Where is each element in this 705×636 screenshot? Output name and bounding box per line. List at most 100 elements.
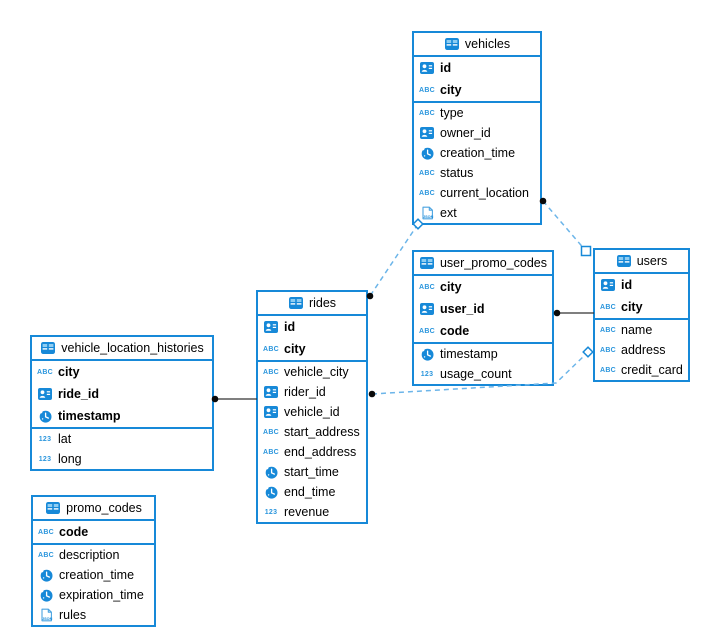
column-name: current_location bbox=[440, 186, 529, 200]
number-icon: 123 bbox=[263, 509, 279, 516]
table-header-users[interactable]: users bbox=[595, 250, 688, 274]
column-vehicles-id: id bbox=[414, 57, 540, 79]
abc-icon: ABC bbox=[38, 529, 54, 536]
table-name: user_promo_codes bbox=[439, 256, 547, 270]
clock-icon bbox=[38, 568, 54, 582]
abc-type-icon: ABC bbox=[262, 345, 280, 353]
column-users-id: id bbox=[595, 274, 688, 296]
id-badge-icon bbox=[263, 406, 279, 418]
abc-type-icon: ABC bbox=[599, 303, 617, 311]
column-name: revenue bbox=[284, 505, 330, 519]
table-header-user_promo_codes[interactable]: user_promo_codes bbox=[414, 252, 552, 276]
column-name: type bbox=[440, 106, 464, 120]
id-badge-icon bbox=[419, 62, 435, 74]
number-icon: 123 bbox=[37, 436, 53, 443]
column-name: long bbox=[58, 452, 82, 466]
table-header-vehicle_location_histories[interactable]: vehicle_location_histories bbox=[32, 337, 212, 361]
abc-icon: ABC bbox=[419, 170, 435, 177]
column-name: rules bbox=[59, 608, 87, 622]
id-badge-icon bbox=[263, 386, 279, 398]
column-user_promo_codes-usage_count: 123 usage_count bbox=[414, 364, 552, 384]
abc-type-icon: ABC bbox=[37, 528, 55, 536]
column-name: vehicle_id bbox=[284, 405, 340, 419]
clock-icon bbox=[37, 409, 53, 423]
column-user_promo_codes-timestamp: timestamp bbox=[414, 344, 552, 364]
column-name: creation_time bbox=[440, 146, 516, 160]
number-type-icon: 123 bbox=[38, 435, 52, 443]
id-badge-icon bbox=[37, 388, 53, 400]
cardinality-dot-marker bbox=[553, 309, 561, 317]
table-header-promo_codes[interactable]: promo_codes bbox=[33, 497, 154, 521]
abc-type-icon: ABC bbox=[262, 368, 280, 376]
table-name: users bbox=[636, 254, 668, 268]
abc-icon: ABC bbox=[263, 449, 279, 456]
clock-icon bbox=[38, 588, 54, 602]
column-rides-rider_id: rider_id bbox=[258, 382, 366, 402]
cardinality-square-marker bbox=[580, 245, 592, 257]
abc-icon: ABC bbox=[600, 367, 616, 374]
table-header-vehicles[interactable]: vehicles bbox=[414, 33, 540, 57]
column-rides-revenue: 123 revenue bbox=[258, 502, 366, 522]
column-name: usage_count bbox=[440, 367, 512, 381]
column-rides-end_time: end_time bbox=[258, 482, 366, 502]
abc-icon: ABC bbox=[419, 328, 435, 335]
cardinality-dot-marker bbox=[368, 390, 376, 398]
column-user_promo_codes-code: ABC code bbox=[414, 320, 552, 342]
json-icon: JSON bbox=[419, 206, 435, 220]
column-name: code bbox=[59, 525, 89, 539]
column-vehicles-creation_time: creation_time bbox=[414, 143, 540, 163]
abc-icon: ABC bbox=[37, 369, 53, 376]
columns-section: timestamp 123 usage_count bbox=[414, 342, 552, 384]
abc-type-icon: ABC bbox=[262, 448, 280, 456]
table-name: rides bbox=[308, 296, 337, 310]
column-promo_codes-creation_time: creation_time bbox=[33, 565, 154, 585]
column-vehicles-city: ABC city bbox=[414, 79, 540, 101]
abc-type-icon: ABC bbox=[418, 109, 436, 117]
column-name: owner_id bbox=[440, 126, 491, 140]
column-rides-start_time: start_time bbox=[258, 462, 366, 482]
abc-type-icon: ABC bbox=[418, 189, 436, 197]
abc-icon: ABC bbox=[419, 87, 435, 94]
abc-icon: ABC bbox=[600, 347, 616, 354]
abc-type-icon: ABC bbox=[37, 551, 55, 559]
column-vehicle_location_histories-ride_id: ride_id bbox=[32, 383, 212, 405]
id-badge-icon bbox=[263, 321, 279, 333]
table-name: vehicles bbox=[464, 37, 511, 51]
column-name: expiration_time bbox=[59, 588, 144, 602]
column-name: lat bbox=[58, 432, 72, 446]
abc-type-icon: ABC bbox=[418, 86, 436, 94]
id-badge-icon bbox=[419, 127, 435, 139]
column-name: status bbox=[440, 166, 474, 180]
column-name: rider_id bbox=[284, 385, 326, 399]
number-icon: 123 bbox=[419, 371, 435, 378]
svg-text:JSON: JSON bbox=[42, 617, 53, 621]
column-name: city bbox=[440, 83, 462, 97]
column-rides-id: id bbox=[258, 316, 366, 338]
table-header-rides[interactable]: rides bbox=[258, 292, 366, 316]
column-name: end_time bbox=[284, 485, 336, 499]
column-vehicle_location_histories-timestamp: timestamp bbox=[32, 405, 212, 427]
table-name: vehicle_location_histories bbox=[61, 341, 204, 355]
abc-icon: ABC bbox=[263, 369, 279, 376]
table-icon bbox=[419, 257, 435, 269]
column-name: code bbox=[440, 324, 470, 338]
svg-text:JSON: JSON bbox=[423, 215, 434, 219]
column-vehicles-current_location: ABC current_location bbox=[414, 183, 540, 203]
column-name: city bbox=[440, 280, 462, 294]
cardinality-diamond-marker bbox=[582, 346, 594, 358]
